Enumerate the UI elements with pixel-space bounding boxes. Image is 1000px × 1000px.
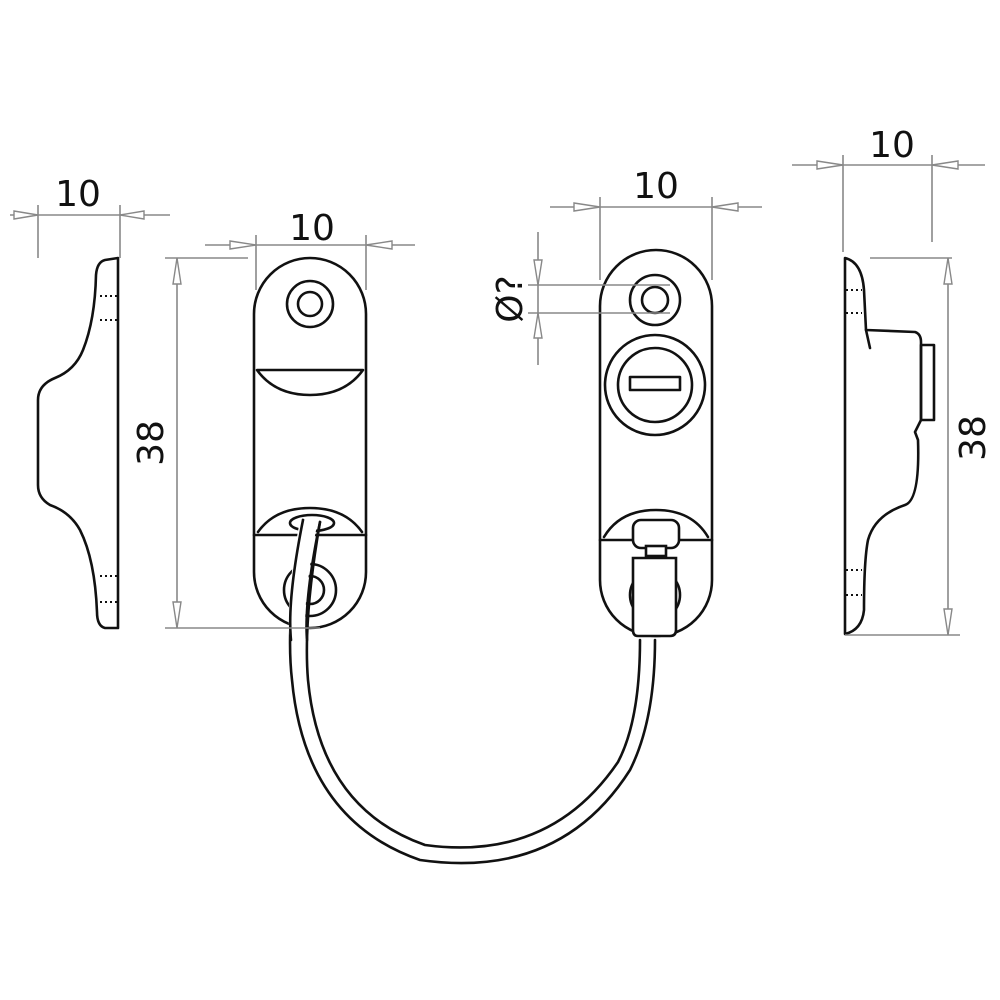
dim-label: Ø? — [490, 275, 531, 322]
release-button — [631, 518, 681, 550]
right-side-profile — [843, 256, 936, 636]
dim-right-plate-width: 10 — [550, 166, 762, 280]
left-side-profile — [36, 256, 120, 630]
dim-left-plate-height: 38 — [131, 257, 320, 629]
dim-hole-diameter: Ø? — [490, 232, 670, 365]
left-plate — [252, 256, 368, 642]
dim-right-profile-height: 38 — [845, 257, 994, 636]
dim-left-profile-width: 10 — [10, 174, 170, 258]
dim-label: 10 — [55, 174, 101, 215]
dim-left-plate-width: 10 — [205, 208, 415, 290]
lock-icon — [603, 333, 707, 437]
right-plate — [598, 248, 714, 638]
dim-label: 38 — [131, 420, 172, 466]
dim-label: 38 — [953, 415, 994, 461]
cable — [288, 518, 657, 865]
dim-label: 10 — [633, 166, 679, 207]
dim-right-profile-width: 10 — [792, 125, 985, 252]
dim-label: 10 — [869, 125, 915, 166]
dim-label: 10 — [289, 208, 335, 249]
